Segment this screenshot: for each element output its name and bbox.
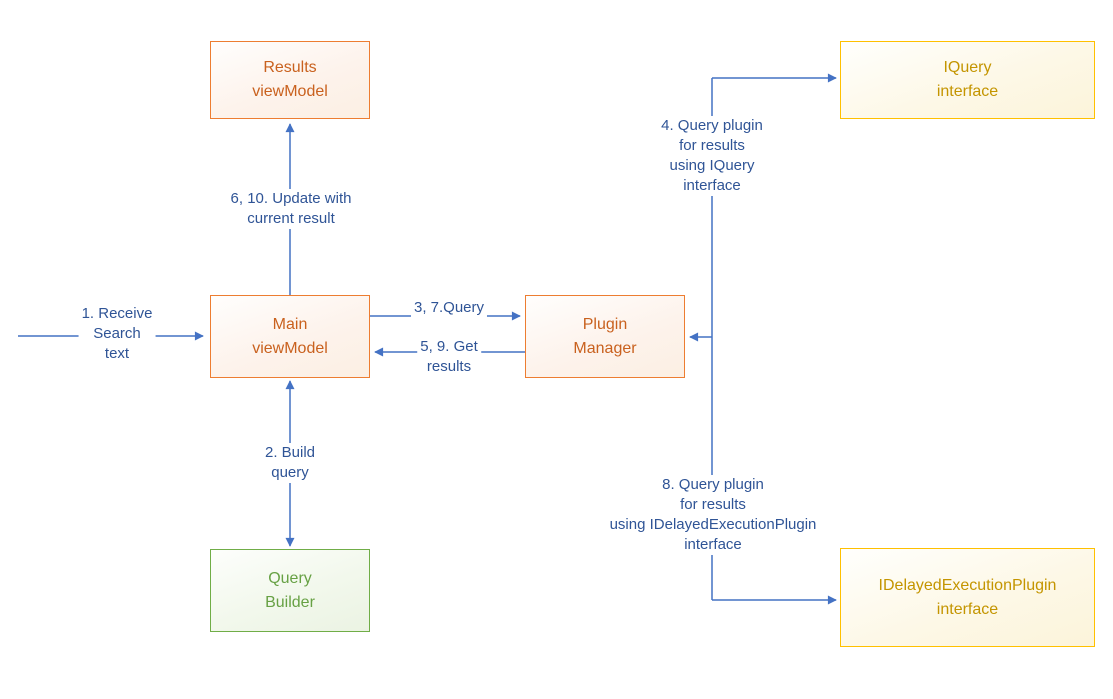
- node-query-builder: Query Builder: [210, 549, 370, 632]
- node-main-viewmodel: Main viewModel: [210, 295, 370, 378]
- edge-label-build-query: 2. Build query: [261, 443, 319, 483]
- node-results-viewmodel: Results viewModel: [210, 41, 370, 119]
- node-plugin-manager-label: Plugin Manager: [573, 315, 637, 357]
- edge-label-update-result: 6, 10. Update with current result: [227, 189, 355, 229]
- node-plugin-manager: Plugin Manager: [525, 295, 685, 378]
- node-main-viewmodel-label: Main viewModel: [252, 315, 328, 357]
- node-idelayed-interface-label: IDelayedExecutionPlugin interface: [878, 576, 1057, 618]
- edge-label-query: 3, 7.Query: [410, 298, 488, 318]
- edge-label-get-results: 5, 9. Get results: [417, 337, 481, 377]
- node-idelayed-interface: IDelayedExecutionPlugin interface: [840, 548, 1095, 647]
- node-iquery-interface: IQuery interface: [840, 41, 1095, 119]
- node-results-viewmodel-label: Results viewModel: [252, 59, 328, 100]
- node-iquery-interface-label: IQuery interface: [936, 59, 999, 100]
- edge-label-query-iquery: 4. Query plugin for results using IQuery…: [658, 116, 766, 196]
- node-query-builder-label: Query Builder: [265, 569, 315, 611]
- edge-label-query-idelayed: 8. Query plugin for results using IDelay…: [606, 475, 820, 555]
- edge-label-receive-search: 1. Receive Search text: [78, 304, 156, 364]
